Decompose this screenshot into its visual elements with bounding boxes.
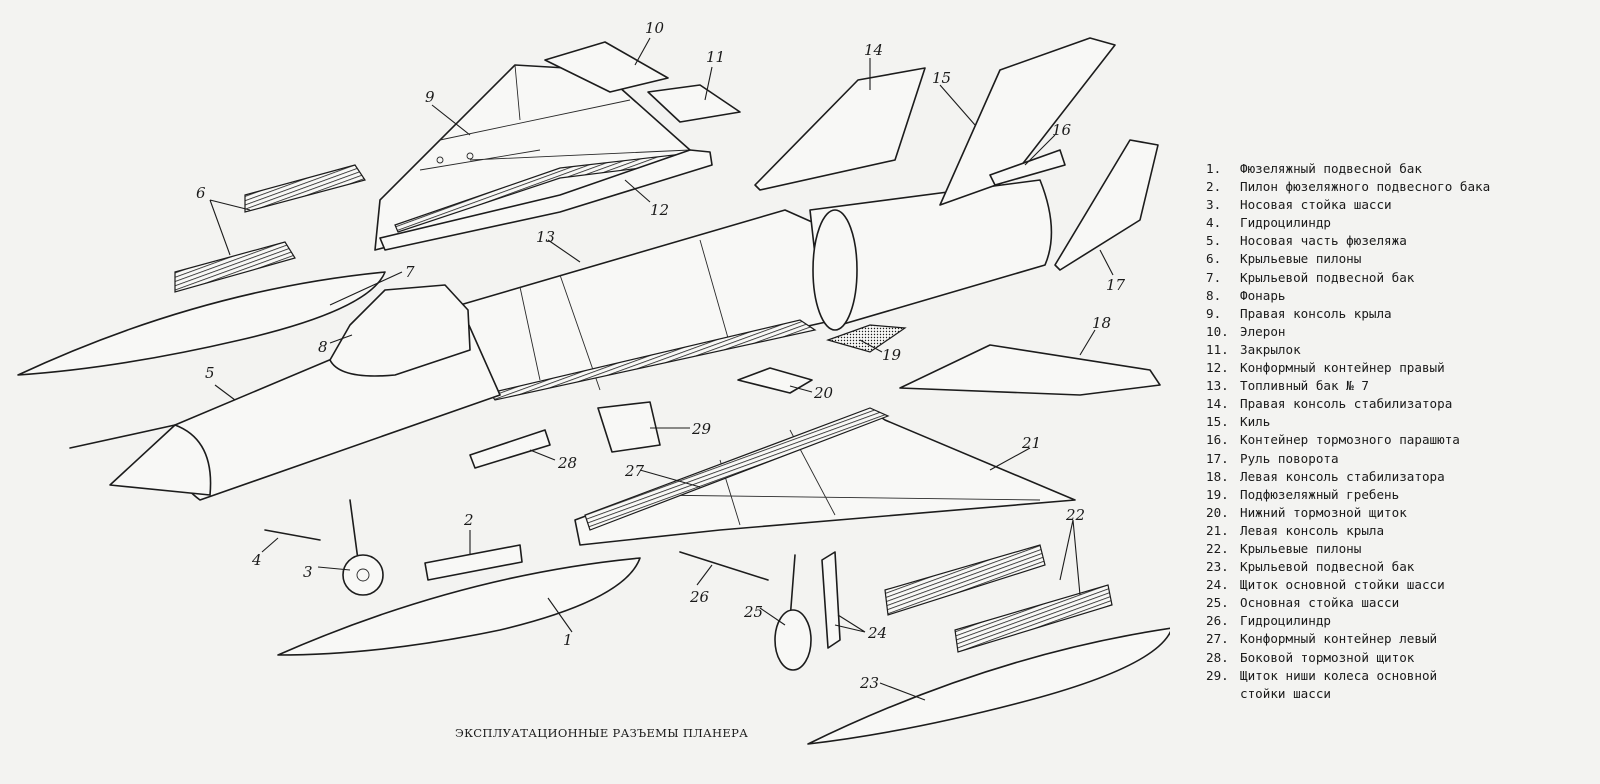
wing-pylons-lower <box>884 544 1113 653</box>
fin-part <box>939 37 1116 206</box>
callout-16: 16 <box>1052 121 1072 139</box>
rudder-part <box>1054 139 1159 271</box>
legend-item: 2.Пилон фюзеляжного подвесного бака <box>1206 179 1491 195</box>
flap-part <box>647 84 741 123</box>
brake-chute-container <box>989 149 1066 186</box>
right-stabilizer-part <box>754 67 926 191</box>
callout-14: 14 <box>864 41 883 59</box>
side-airbrake-part <box>469 429 551 469</box>
wing-pylons-upper <box>174 164 366 293</box>
nose-gear-part <box>342 499 384 596</box>
callout-6: 6 <box>196 184 206 202</box>
ventral-fin-part <box>826 324 907 353</box>
legend-item: 12.Конформный контейнер правый <box>1206 360 1445 376</box>
legend-item: 7.Крыльевой подвесной бак <box>1206 269 1415 285</box>
legend-item: 15.Киль <box>1206 414 1271 430</box>
callout-24: 24 <box>867 624 887 642</box>
legend-item: 25.Основная стойка шасси <box>1206 595 1400 611</box>
callout-20: 20 <box>813 384 834 402</box>
legend-item: 29.Щиток ниши колеса основной стойки шас… <box>1206 667 1438 701</box>
callout-8: 8 <box>318 338 328 356</box>
legend-item: 24.Щиток основной стойки шасси <box>1206 577 1445 593</box>
callout-22: 22 <box>1065 506 1085 524</box>
legend-item: 23.Крыльевой подвесной бак <box>1206 559 1415 575</box>
left-wing-part <box>574 407 1076 546</box>
hydraulic-cylinder-nose <box>264 529 321 541</box>
callout-26: 26 <box>689 588 710 606</box>
legend-item: 5.Носовая часть фюзеляжа <box>1206 233 1407 249</box>
aileron-part <box>544 41 669 93</box>
legend-item: 19.Подфюзеляжный гребень <box>1206 486 1400 502</box>
callout-11: 11 <box>706 48 725 66</box>
legend-item: 28.Боковой тормозной щиток <box>1206 649 1415 665</box>
callout-13: 13 <box>536 228 555 246</box>
callout-3: 3 <box>303 563 313 581</box>
legend-item: 17.Руль поворота <box>1206 450 1339 466</box>
diagram-caption: ЭКСПЛУАТАЦИОННЫЕ РАЗЪЕМЫ ПЛАНЕРА <box>455 726 749 740</box>
legend-item: 11.Закрылок <box>1206 341 1301 357</box>
legend-item: 27.Конформный контейнер левый <box>1206 631 1438 647</box>
callout-19: 19 <box>882 346 902 364</box>
hydraulic-cylinder-main <box>679 551 769 581</box>
legend-item: 14.Правая консоль стабилизатора <box>1206 396 1453 412</box>
legend-item: 9.Правая консоль крыла <box>1206 305 1392 321</box>
callout-27: 27 <box>624 462 645 480</box>
legend-item: 3.Носовая стойка шасси <box>1206 197 1392 213</box>
callout-25: 25 <box>743 603 763 621</box>
callout-21: 21 <box>1021 434 1041 452</box>
callout-10: 10 <box>645 19 665 37</box>
exploded-airframe-diagram: 1 2 3 4 5 6 7 8 9 10 11 12 13 14 15 16 1… <box>17 19 1170 745</box>
callout-1: 1 <box>563 631 573 649</box>
callout-4: 4 <box>251 551 262 569</box>
callout-5: 5 <box>205 364 215 382</box>
callout-17: 17 <box>1106 276 1126 294</box>
legend-item: 10.Элерон <box>1206 323 1286 339</box>
legend-item: 16.Контейнер тормозного парашюта <box>1206 432 1460 448</box>
legend-item: 6.Крыльевые пилоны <box>1206 251 1362 267</box>
legend-item: 21.Левая консоль крыла <box>1206 522 1385 538</box>
callout-leader-lines <box>209 37 1114 701</box>
parts-legend: 1.Фюзеляжный подвесной бак 2.Пилон фюзел… <box>1206 160 1592 703</box>
tail-section <box>809 179 1053 331</box>
callout-23: 23 <box>859 674 879 692</box>
main-gear-part <box>774 554 812 671</box>
legend-item: 22.Крыльевые пилоны <box>1206 540 1362 556</box>
callout-29: 29 <box>691 420 712 438</box>
callout-18: 18 <box>1092 314 1111 332</box>
wing-drop-tank-upper <box>17 271 386 376</box>
callout-9: 9 <box>425 88 435 106</box>
main-gear-door-part <box>821 551 841 649</box>
callout-2: 2 <box>463 511 474 529</box>
callout-labels: 1 2 3 4 5 6 7 8 9 10 11 12 13 14 15 16 1… <box>196 19 1126 692</box>
legend-item: 1.Фюзеляжный подвесной бак <box>1206 161 1422 176</box>
legend-item: 8.Фонарь <box>1206 287 1286 303</box>
wheel-well-door-part <box>597 401 661 453</box>
callout-12: 12 <box>650 201 669 219</box>
callout-28: 28 <box>557 454 577 472</box>
legend-item: 26.Гидроцилиндр <box>1206 613 1331 629</box>
callout-7: 7 <box>405 263 415 281</box>
fuselage-tank-pylon <box>424 544 523 581</box>
legend-item: 18.Левая консоль стабилизатора <box>1206 468 1445 484</box>
fuselage-drop-tank <box>277 557 641 656</box>
right-conformal-container <box>379 149 713 251</box>
legend-item: 20.Нижний тормозной щиток <box>1206 504 1407 520</box>
callout-15: 15 <box>932 69 951 87</box>
legend-item: 13.Топливный бак № 7 <box>1206 378 1369 394</box>
wing-drop-tank-lower <box>807 627 1170 745</box>
left-stabilizer-part <box>899 344 1161 396</box>
legend-item: 4.Гидроцилиндр <box>1206 215 1331 231</box>
canopy-part <box>329 284 471 377</box>
